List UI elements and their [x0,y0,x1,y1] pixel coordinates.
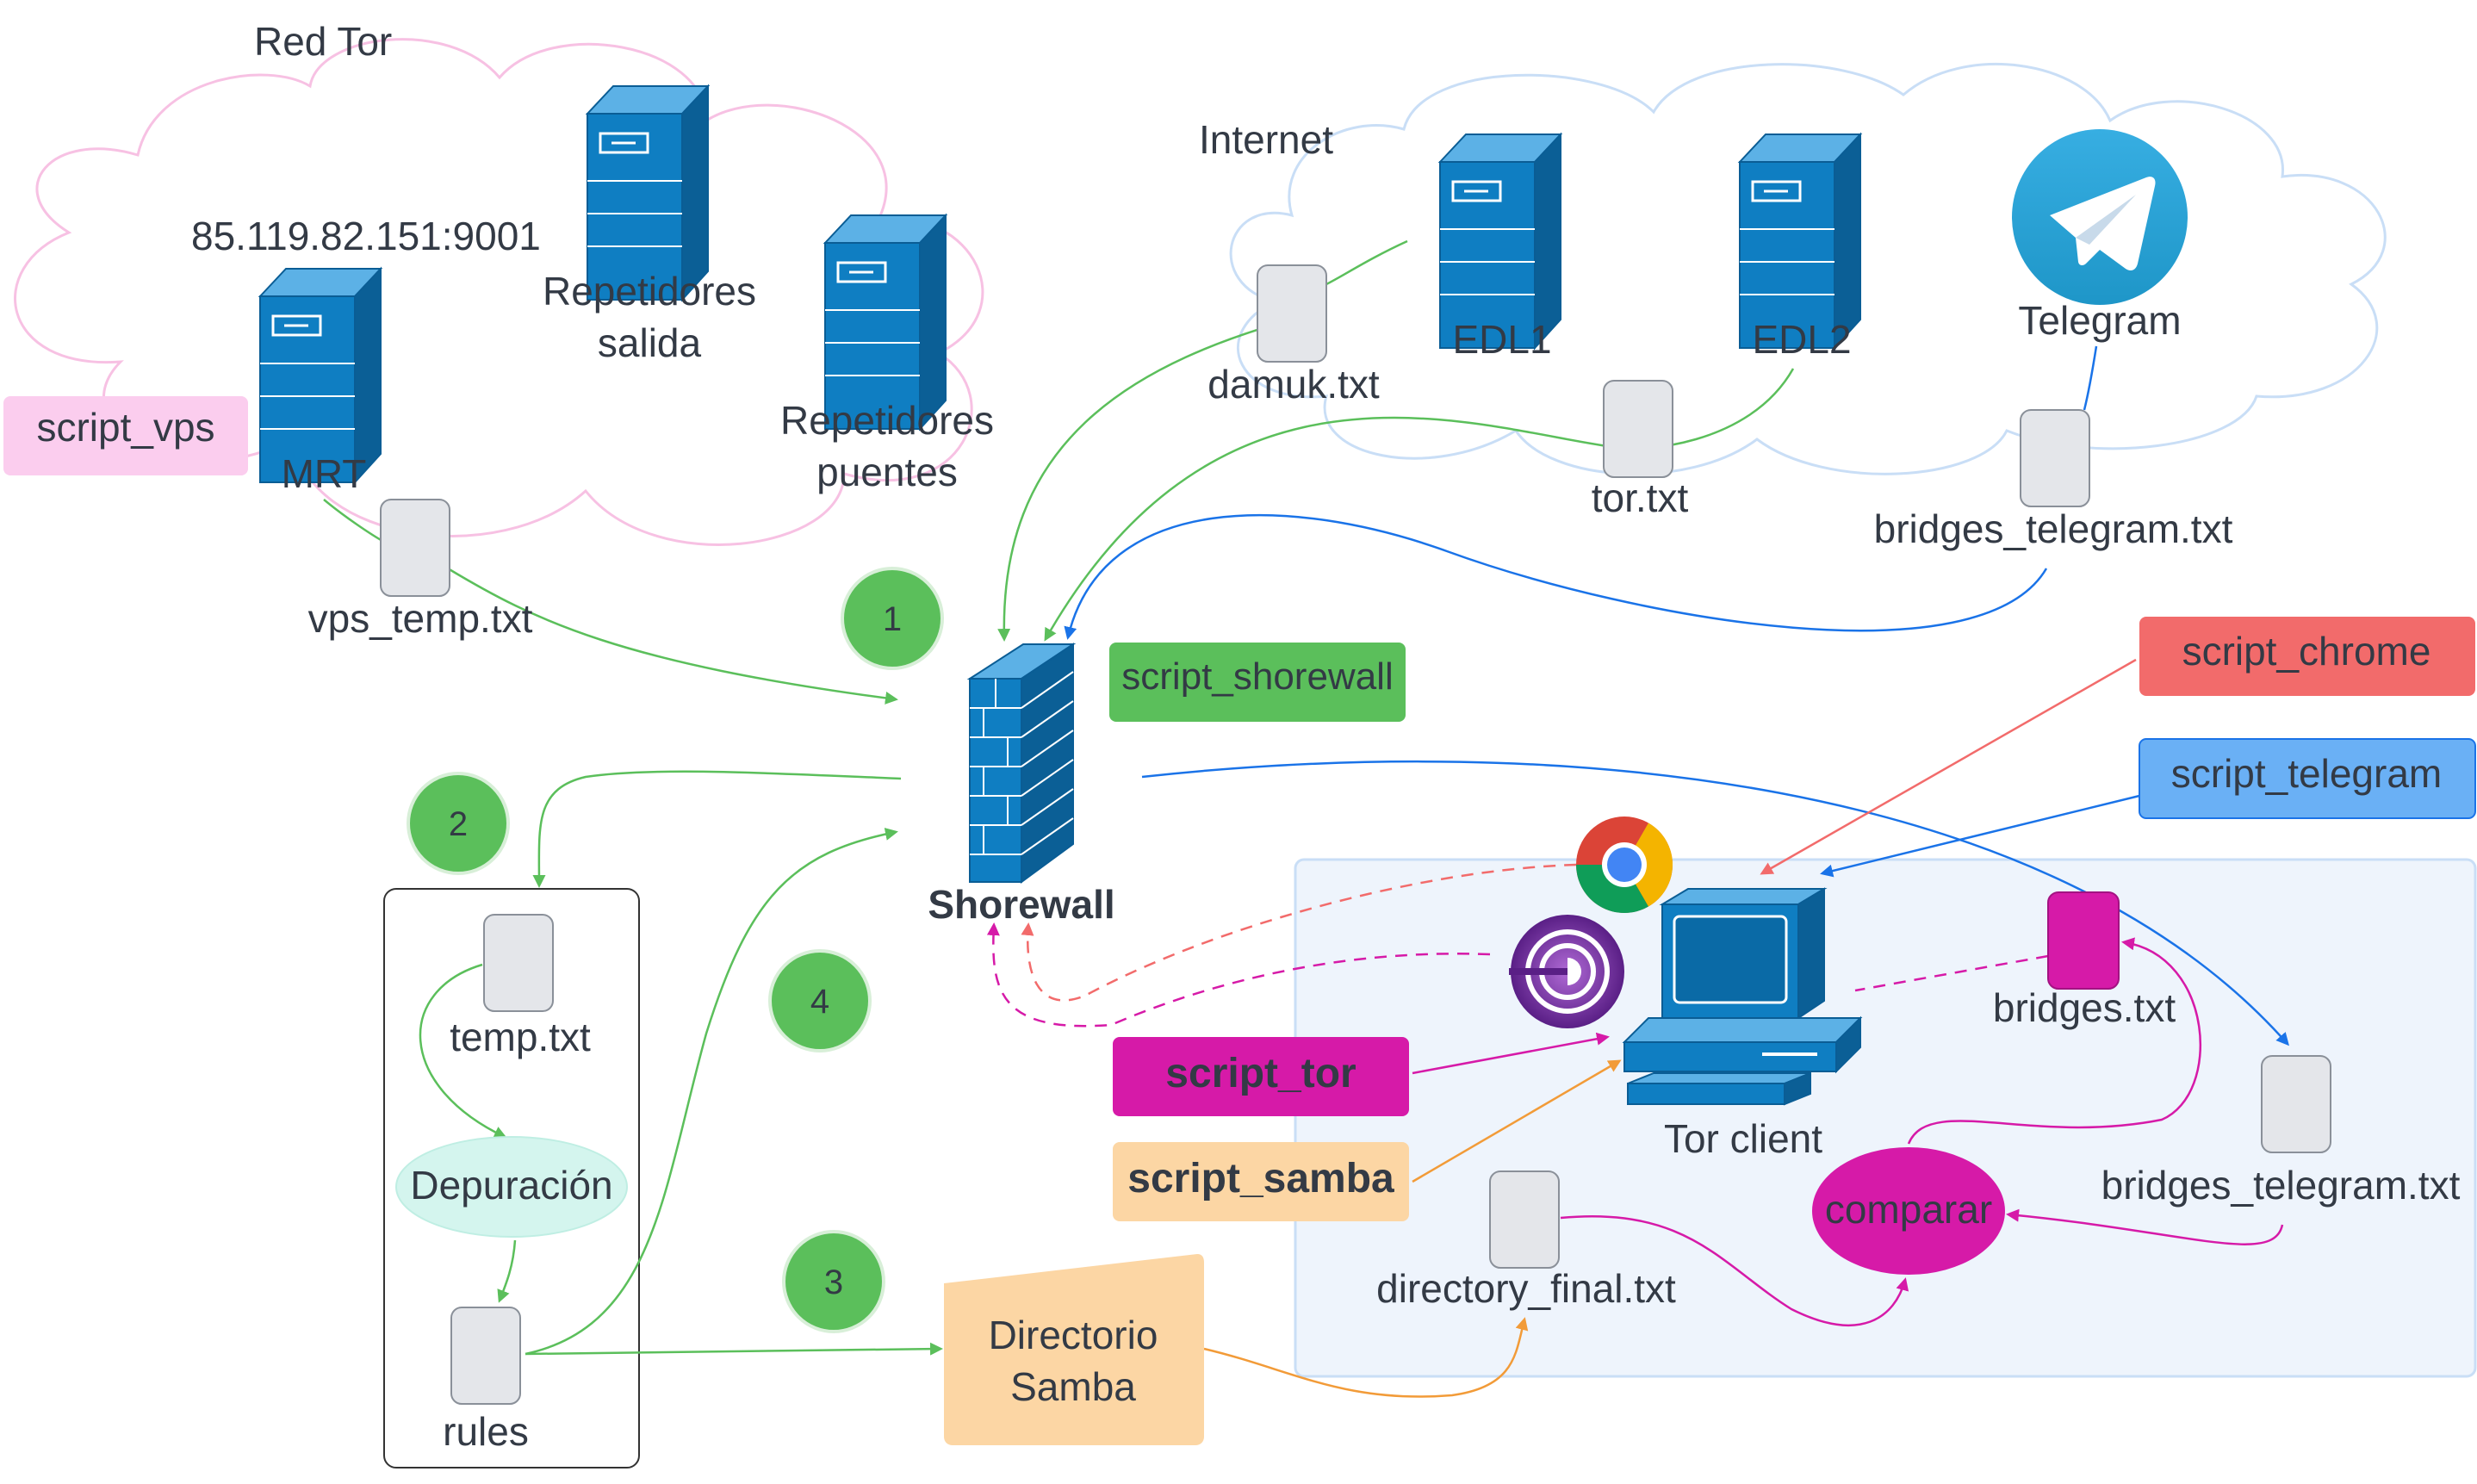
script-tor-to-client-arrow [1412,1032,1610,1075]
directory-final-document-icon [1489,1170,1560,1269]
svg-text:script_samba: script_samba [1127,1156,1394,1201]
edl2-label: EDL2 [1752,317,1851,362]
shorewall-to-bridges-telegram-local-arrow [1141,761,2289,1046]
rules-document-icon [450,1307,521,1405]
bridges-document-icon [2047,891,2120,990]
tor-file-label: tor.txt [1592,475,1689,520]
internet-cloud [1229,63,2387,475]
edl2-to-shorewall-arrow [1044,368,1795,642]
computer-icon [1622,887,1863,1106]
exit-relays-label-line1: Repetidores [543,269,756,314]
damuk-label: damuk.txt [1207,362,1380,407]
script-shorewall-tag: script_shorewall [1109,643,1406,722]
script-telegram-tag: script_telegram [2139,738,2476,819]
script-chrome-to-client-arrow [1760,658,2137,875]
bridge-relays-label-line2: puentes [816,450,958,494]
tor-browser-icon [1509,915,1624,1028]
script-vps-tag: script_vps [3,396,248,475]
directorio-samba-node [944,1254,1204,1445]
svg-text:script_vps: script_vps [36,405,214,450]
damuk-document-icon [1257,264,1327,363]
comparar-to-bridges-arrow [1907,937,2202,1145]
directory-final-to-comparar-arrow [1560,1215,1909,1326]
red-tor-cloud [14,38,984,546]
script-samba-tag: script_samba [1113,1142,1409,1221]
svg-text:1: 1 [883,600,902,638]
rules-to-shorewall-arrow [525,828,898,1356]
samba-to-directory-final-arrow [1203,1317,1529,1398]
step-3-badge: 3 [782,1230,885,1333]
exit-relays-server-icon [586,84,710,301]
edl2-server-icon [1738,133,1862,350]
step-4-badge: 4 [768,949,872,1052]
svg-text:4: 4 [810,983,829,1021]
depuracion-node [395,1136,628,1238]
temp-to-depuracion-arrow [419,963,507,1139]
mrt-label: MRT [282,451,367,496]
bridges-telegram-to-comparar-arrow [2006,1208,2284,1245]
mrt-address: 85.119.82.151:9001 [191,214,541,258]
svg-text:script_chrome: script_chrome [2182,629,2431,674]
edl1-server-icon [1438,133,1562,350]
step-2-badge: 2 [407,772,510,875]
chrome-icon [1576,817,1673,914]
exit-relays-label-line2: salida [598,320,702,365]
telegram-icon [2012,129,2188,305]
script-samba-to-client-arrow [1412,1059,1622,1183]
bridges-to-client-dashed-line [1854,954,2049,992]
bridges-telegram-to-shorewall-arrow [1064,513,2048,640]
directory-final-label: directory_final.txt [1376,1266,1676,1311]
damuk-to-shorewall-arrow [997,310,1322,642]
bridges-telegram-local-document-icon [2261,1055,2331,1153]
script-chrome-tag: script_chrome [2139,617,2475,696]
chrome-to-shorewall-dashed-arrow [1021,863,1577,1002]
step-1-badge: 1 [841,567,944,670]
vps-temp-document-icon [380,499,450,597]
rules-label: rules [443,1409,529,1454]
comparar-node [1812,1147,2005,1275]
shorewall-label: Shorewall [928,882,1114,927]
rules-to-samba-arrow [525,1342,943,1356]
internet-title: Internet [1199,117,1333,162]
depuracion-label: Depuración [410,1163,612,1208]
depuracion-to-rules-arrow [497,1239,517,1303]
svg-text:script_telegram: script_telegram [2171,751,2442,796]
red-tor-title: Red Tor [254,19,392,64]
svg-text:3: 3 [824,1264,843,1301]
mrt-server-icon [258,267,382,484]
bridges-label: bridges.txt [1993,985,2176,1030]
directorio-samba-label-line2: Samba [1010,1364,1136,1409]
tor-browser-to-shorewall-dashed-arrow [986,922,1491,1028]
vps-temp-to-shorewall-arrow [447,567,898,705]
svg-text:2: 2 [449,805,468,843]
bridges-telegram-internet-document-icon [2020,409,2090,507]
svg-text:script_tor: script_tor [1165,1051,1356,1096]
tor-client-label: Tor client [1664,1116,1822,1161]
comparar-label: comparar [1825,1187,1992,1232]
tor-document-icon [1603,380,1673,478]
temp-document-icon [483,914,554,1012]
telegram-to-bridges-line [2083,345,2098,411]
bridge-relays-label-line1: Repetidores [780,398,994,443]
telegram-label: Telegram [2018,298,2181,343]
temp-label: temp.txt [450,1015,591,1059]
edl1-label: EDL1 [1452,317,1551,362]
directorio-samba-label-line1: Directorio [989,1313,1158,1357]
vps-temp-label: vps_temp.txt [308,596,533,641]
bridge-relays-server-icon [823,214,947,431]
mrt-to-vps-temp-line [323,499,383,543]
script-telegram-to-client-arrow [1820,794,2140,878]
edl1-to-damuk-line [1325,239,1408,286]
script-tor-tag: script_tor [1113,1037,1409,1116]
firewall-icon [966,643,1077,884]
shorewall-to-temp-arrow [532,770,902,888]
bridges-telegram-internet-label: bridges_telegram.txt [1874,506,2233,551]
svg-text:script_shorewall: script_shorewall [1121,655,1393,698]
bridges-telegram-local-label: bridges_telegram.txt [2101,1163,2461,1208]
